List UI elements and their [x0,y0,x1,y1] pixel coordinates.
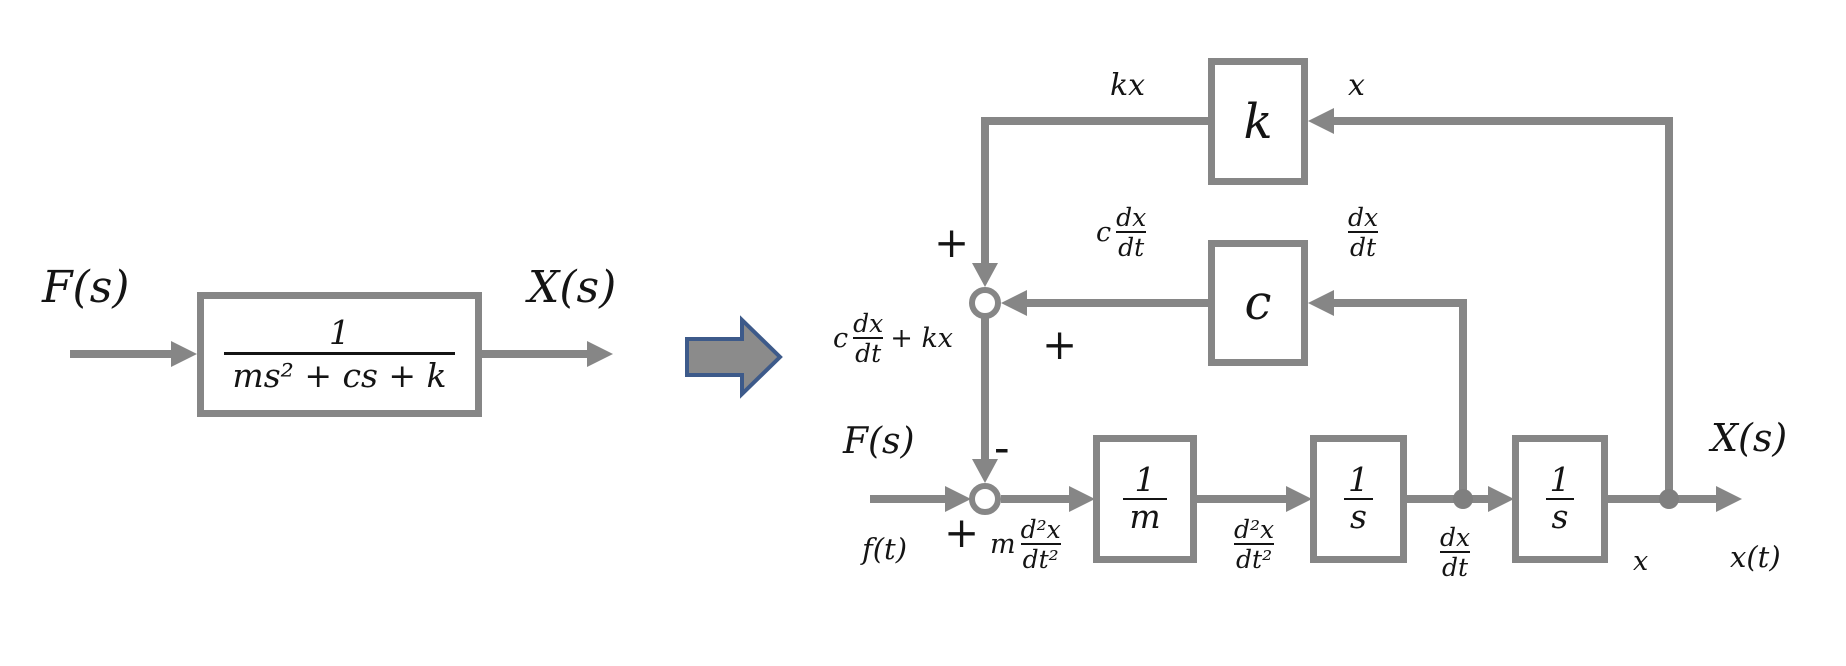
mass-input-arrowhead-icon [1069,486,1095,512]
spring-output-line [981,117,1208,125]
spring-input-arrowhead-icon [1308,108,1334,134]
sum2-sign-left: + [944,508,980,557]
sum-axis-lower-line [981,317,989,459]
damper-output-line [1023,299,1208,307]
signal-label-sum1-output: c dx dt + kx [833,309,954,368]
sum1-sign-top: + [934,218,970,267]
damper-input-arrowhead-icon [1308,290,1334,316]
sum2-input-arrowhead-icon [972,459,998,483]
sum1-input-arrowhead-icon [972,263,998,287]
signal-label-d2xdt2: d²x dt² [1234,515,1275,574]
integrator1-to-integrator2-line [1407,495,1489,503]
sum-axis-upper-line [981,117,989,263]
transfer-function-block: 1 ms² + cs + k [197,292,482,417]
left-input-label: F(s) [42,262,130,313]
left-input-arrowhead-icon [171,341,197,367]
output-arrowhead-icon [1716,486,1742,512]
left-output-line [482,350,587,358]
position-feedback-line [1665,117,1673,499]
damper-gain-block: c [1208,240,1308,366]
damper-gain-label: c [1244,275,1272,331]
signal-label-x-top: x [1348,68,1365,103]
integrator2-input-arrowhead-icon [1488,486,1514,512]
summing-junction-lower [969,483,1001,515]
spring-gain-label: k [1243,93,1273,150]
left-output-label: X(s) [528,262,617,313]
pickoff-dot-velocity [1453,489,1473,509]
integrator-block-1: 1 s [1310,435,1407,563]
spring-input-line [1330,117,1673,125]
summing-junction-upper [969,287,1001,319]
velocity-feedback-line [1459,299,1467,499]
signal-label-dxdt-below: dx dt [1440,523,1471,582]
force-input-arrowhead-icon [945,486,971,512]
signal-label-kx: kx [1110,68,1146,103]
force-input-label-s: F(s) [843,421,915,462]
output-label-s: X(s) [1711,416,1788,460]
integrator-block-2: 1 s [1512,435,1608,563]
mass-to-integrator1-line [1197,495,1287,503]
signal-label-m-d2xdt2: m d²x dt² [990,515,1061,574]
transform-right-arrow-icon [685,315,783,399]
pickoff-dot-position [1659,489,1679,509]
transfer-function-numerator: 1 [328,313,350,353]
signal-label-x-below: x [1633,546,1649,577]
left-input-line [70,350,175,358]
force-input-line [870,495,948,503]
signal-label-c-dxdt: c dx dt [1096,203,1147,262]
sum2-to-mass-line [1001,495,1069,503]
transfer-function-denominator: ms² + cs + k [224,352,455,395]
integrator1-input-arrowhead-icon [1286,486,1312,512]
left-output-arrowhead-icon [587,341,613,367]
spring-gain-block: k [1208,58,1308,185]
output-label-t: x(t) [1730,540,1781,574]
force-input-label-t: f(t) [862,532,908,566]
sum1-sign-right: + [1042,320,1078,369]
inverse-mass-block: 1 m [1093,435,1197,563]
signal-label-dxdt-input: dx dt [1348,203,1379,262]
damper-output-arrowhead-icon [1001,290,1027,316]
sum2-sign-top: - [994,420,1010,474]
damper-input-line [1330,299,1467,307]
